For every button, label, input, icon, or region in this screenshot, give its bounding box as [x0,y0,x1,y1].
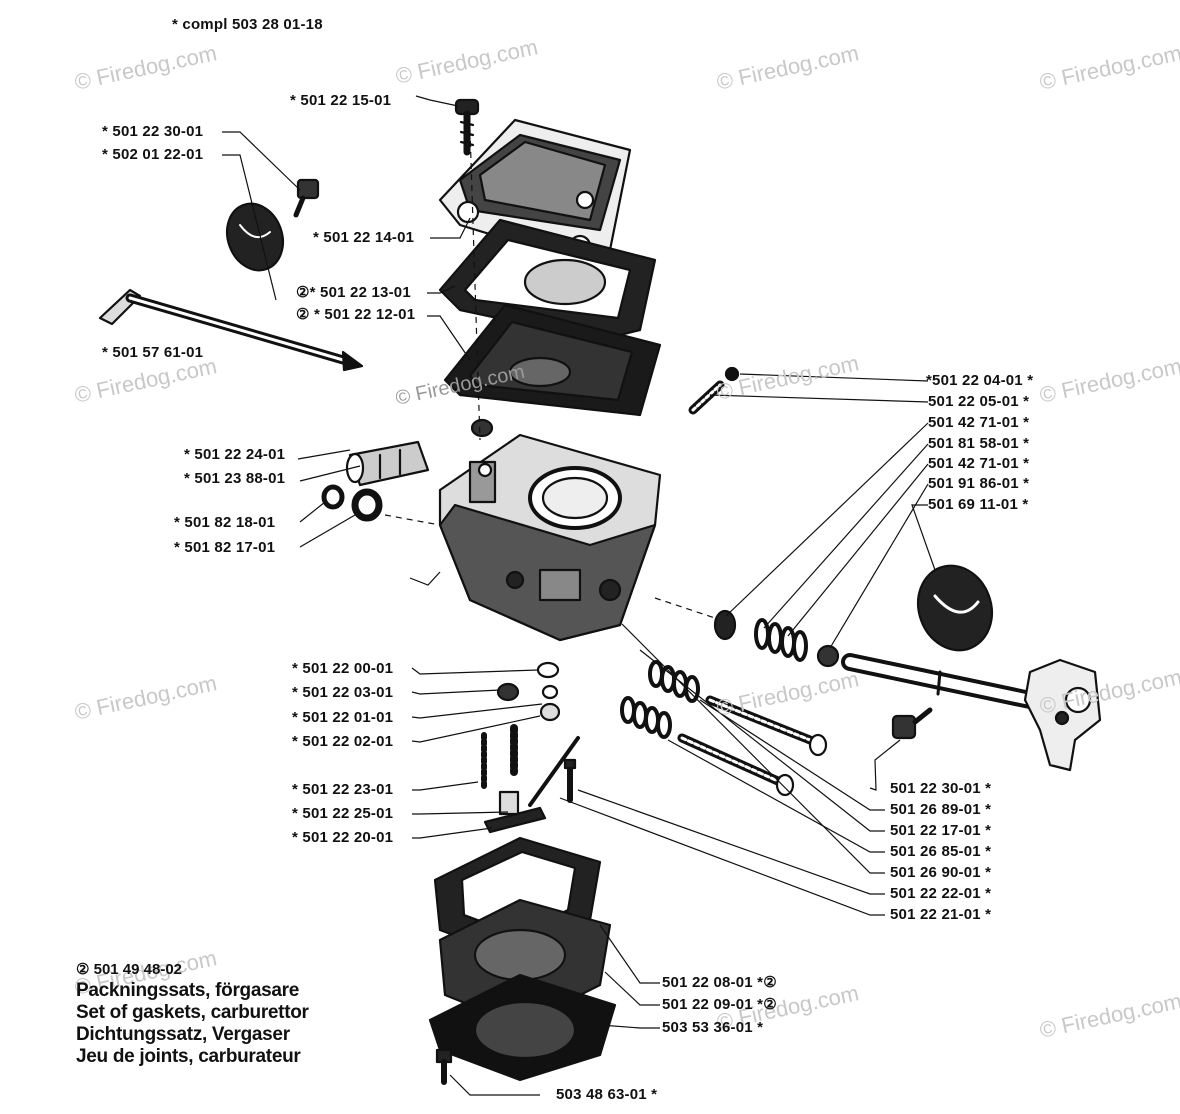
pump-gasket [438,218,657,342]
plug-screw [496,682,520,702]
part-label: * 501 22 01-01 [292,709,394,726]
part-label: 501 91 86-01 * [928,475,1030,492]
part-label: * 501 22 00-01 [292,660,394,677]
part-label: 501 22 21-01 * [890,906,992,923]
choke-valve-disc [917,564,993,652]
part-label: 501 26 89-01 * [890,801,992,818]
gasket-kit-name-fr: Jeu de joints, carburateur [76,1046,301,1067]
part-label: 501 22 30-01 * [890,780,992,797]
part-label: 503 53 36-01 * [662,1019,764,1036]
throttle-shaft [98,288,364,372]
gasket-kit-name-sv: Packningssats, förgasare [76,980,300,1001]
needle-assembly-right [713,609,1039,709]
part-label: * 502 01 22-01 [102,146,204,163]
part-label: 501 69 11-01 * [928,496,1029,513]
part-label: * 501 22 24-01 [184,446,286,463]
part-label: * 501 22 23-01 [292,781,394,798]
cover-screw [435,1048,453,1085]
gasket-kit-part-number: ② 501 49 48-02 [76,961,183,978]
part-label: * 501 82 17-01 [174,539,276,556]
gasket-kit-name-en: Set of gaskets, carburettor [76,1002,309,1023]
control-lever [483,790,547,834]
top-cover-screw [454,98,480,156]
assembly-axes [384,129,716,619]
part-label: 501 26 90-01 * [890,864,992,881]
fuel-inlet-fitting [345,440,430,487]
pump-diaphragm [443,303,662,417]
part-label: 501 42 71-01 * [928,455,1030,472]
part-label: ② * 501 22 12-01 [296,306,416,323]
pump-cover [438,118,632,262]
gasket-kit-block: ② 501 49 48-02 Packningssats, förgasare … [76,960,309,1068]
part-label: * 501 23 88-01 [184,470,286,487]
washer-large [351,488,383,522]
carburetor-body [438,433,662,642]
part-label: 501 22 22-01 * [890,885,992,902]
part-label: * 501 57 61-01 [102,344,204,361]
part-label: *501 22 04-01 * [926,372,1034,389]
lever-screw [563,758,577,803]
inlet-screen [470,418,494,438]
part-label: 503 48 63-01 * [556,1086,658,1103]
part-label: 501 42 71-01 * [928,414,1030,431]
choke-lever [1023,658,1102,772]
throttle-valve-screw [293,178,320,218]
part-label: * 501 22 14-01 [313,229,415,246]
adjust-screw-small [688,380,725,415]
part-label: ②* 501 22 13-01 [296,284,411,301]
leader-lines [222,95,936,1096]
part-label: 501 22 17-01 * [890,822,992,839]
inlet-needle [528,736,580,807]
needle-assembly-lower [620,660,828,797]
assembly-part-number: * compl 503 28 01-18 [172,16,323,33]
choke-valve-screw [891,707,933,740]
throttle-valve-disc [225,202,285,272]
part-label: 501 26 85-01 * [890,843,992,860]
part-label: 501 81 58-01 * [928,435,1030,452]
part-label: * 501 82 18-01 [174,514,276,531]
gasket-kit-name-de: Dichtungssatz, Vergaser [76,1024,290,1045]
part-label: 501 22 08-01 *② [662,974,777,991]
part-label: * 501 22 03-01 [292,684,394,701]
seal-ring [541,684,559,700]
part-label: * 501 22 20-01 [292,829,394,846]
washer-small [321,484,345,510]
part-label: 501 22 05-01 * [928,393,1030,410]
part-label: * 501 22 15-01 [290,92,392,109]
part-label: * 501 22 30-01 [102,123,204,140]
part-label: * 501 22 02-01 [292,733,394,750]
o-ring [536,661,560,679]
part-label: * 501 22 25-01 [292,805,394,822]
part-label: 501 22 09-01 *② [662,996,777,1013]
slotted-plug [539,702,561,722]
check-ball [724,366,740,382]
